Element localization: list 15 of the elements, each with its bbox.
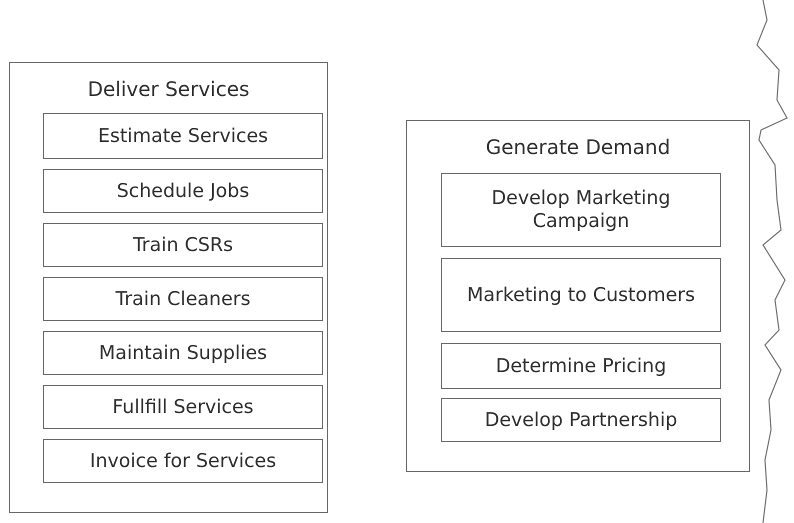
capability-box: Marketing to Customers [441, 258, 721, 332]
capability-box: Maintain Supplies [43, 331, 323, 375]
group-box [9, 62, 328, 513]
capability-box: Estimate Services [43, 113, 323, 159]
capability-box: Schedule Jobs [43, 169, 323, 213]
capability-box: Invoice for Services [43, 439, 323, 483]
group-title: Deliver Services [86, 77, 250, 101]
capability-box: Fullfill Services [43, 385, 323, 429]
capability-box: Train Cleaners [43, 277, 323, 321]
group-title: Generate Demand [484, 135, 672, 159]
capability-box: Develop Marketing Campaign [441, 173, 721, 247]
capability-box: Train CSRs [43, 223, 323, 267]
capability-box: Determine Pricing [441, 343, 721, 389]
group-box [406, 120, 750, 472]
capability-box: Develop Partnership [441, 398, 721, 442]
